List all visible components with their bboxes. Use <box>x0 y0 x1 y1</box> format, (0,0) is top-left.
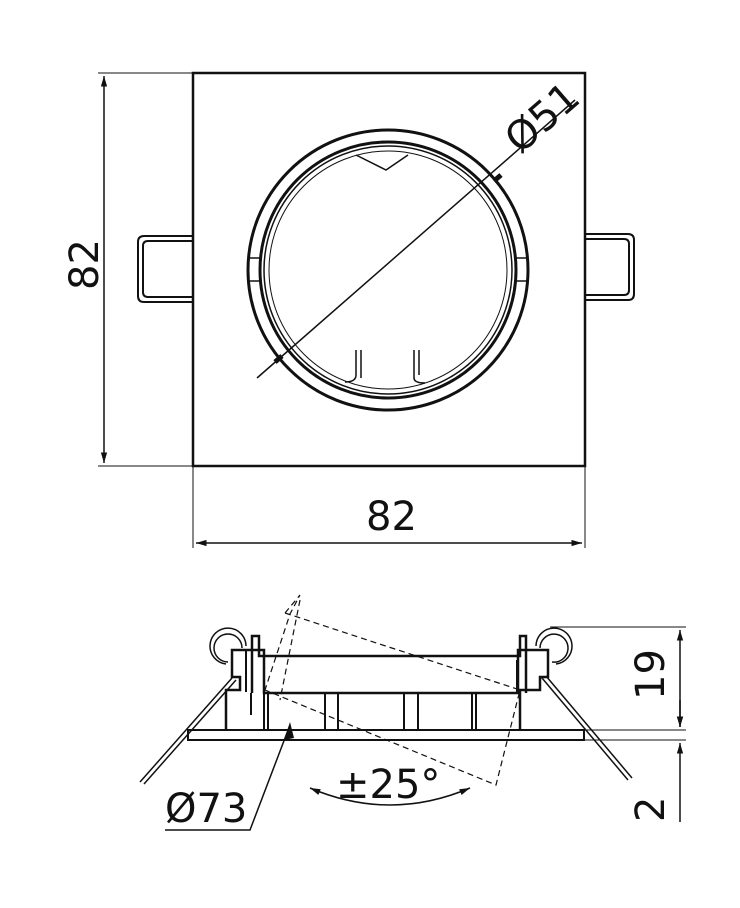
left-clip <box>137 235 193 303</box>
top-notch <box>355 154 409 171</box>
ring-3 <box>263 145 513 395</box>
width-82-label: 82 <box>366 494 417 540</box>
housing <box>224 648 550 730</box>
tilt-angle-label: ±25° <box>336 762 440 808</box>
ring-2 <box>258 140 518 400</box>
square-frame <box>191 71 587 468</box>
diameter-51-label: Ø51 <box>496 74 588 163</box>
right-spring <box>535 627 633 781</box>
right-clip <box>585 233 635 301</box>
depth-19-label: 19 <box>628 649 674 700</box>
height-82-label: 82 <box>62 239 108 290</box>
lamp-holder <box>250 634 528 693</box>
outer-ring <box>246 128 530 412</box>
diameter-73-label: Ø73 <box>165 786 247 832</box>
ring-inner <box>268 150 508 390</box>
flange <box>187 729 585 741</box>
tilted-outline <box>264 594 521 786</box>
left-spring <box>139 627 247 785</box>
top-view: Ø51 82 82 <box>62 71 635 548</box>
diameter-line <box>256 99 576 379</box>
spring-tabs <box>344 350 426 384</box>
side-view: Ø73 ±25° 19 2 <box>139 594 686 832</box>
flange-2-label: 2 <box>628 797 674 822</box>
